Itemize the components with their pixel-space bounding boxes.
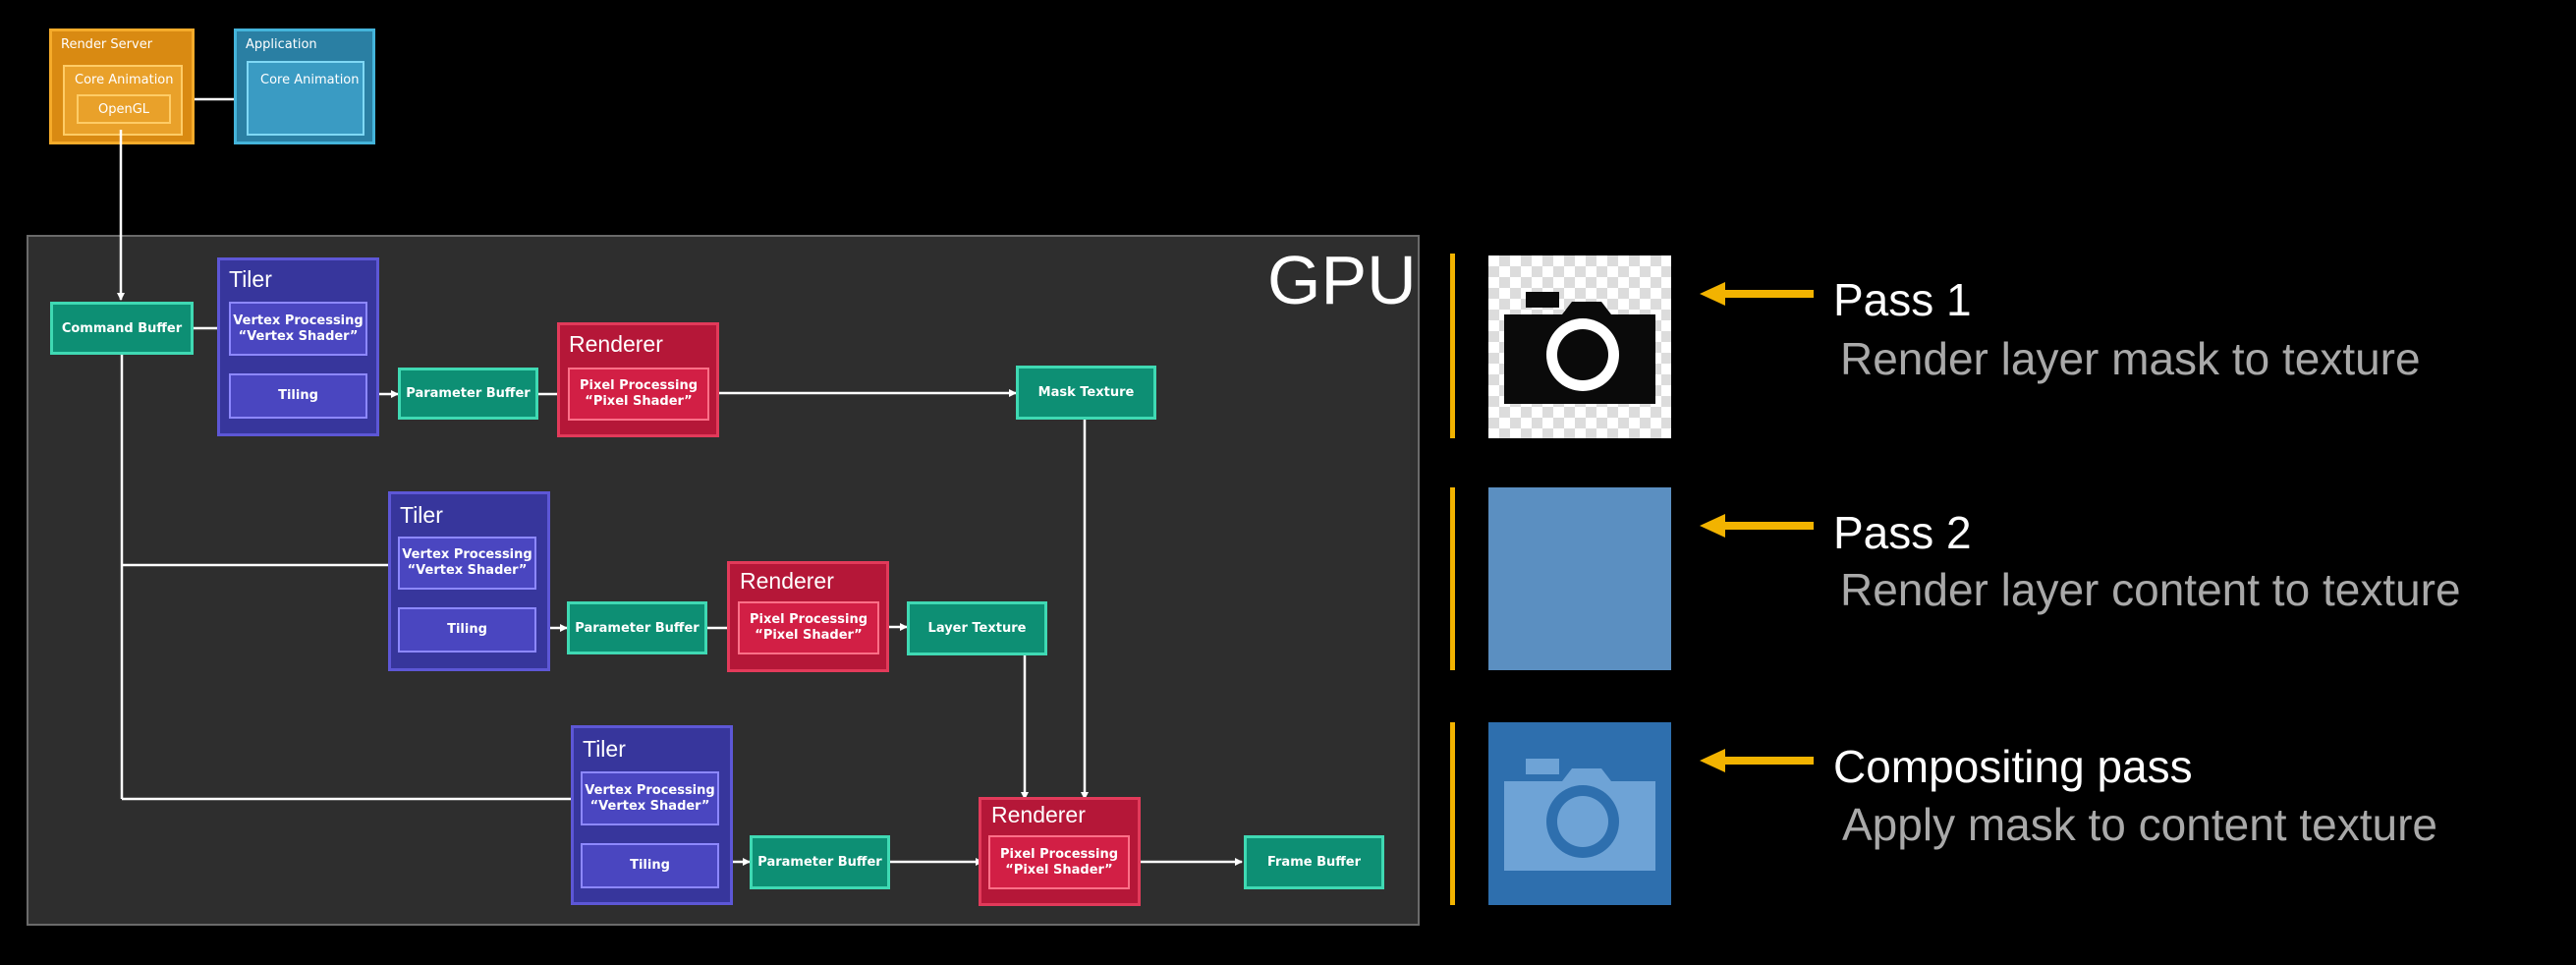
command-buffer-label: Command Buffer: [61, 320, 183, 336]
opengl-label: OpenGL: [97, 101, 150, 117]
opengl-box: OpenGL: [77, 94, 171, 124]
pass-2-description: Render layer content to texture: [1840, 564, 2461, 615]
tiler-1-tiling-label: Tiling: [278, 388, 318, 403]
tiler-3-tiling-label: Tiling: [630, 858, 670, 873]
pass-1-arrow: [1700, 282, 1814, 306]
pass-1-thumbnail: [1488, 255, 1671, 438]
application-core-animation-label: Core Animation: [260, 73, 360, 87]
renderer-2-pixel-processing-label: Pixel Processing “Pixel Shader”: [749, 612, 868, 643]
pass-1-title: Pass 1: [1833, 274, 1972, 325]
compositing-pass-bar: [1450, 722, 1455, 905]
compositing-pass-thumbnail: [1488, 722, 1671, 905]
tiler-2-vertex-processing: Vertex Processing “Vertex Shader”: [398, 537, 536, 590]
render-server-core-animation-box: Core Animation OpenGL: [63, 65, 183, 136]
compositing-pass-title: Compositing pass: [1833, 741, 2193, 792]
tiler-1-tiling: Tiling: [229, 373, 367, 419]
camera-icon: [1504, 292, 1655, 404]
mask-texture: Mask Texture: [1016, 366, 1156, 420]
pass-2-thumbnail: [1488, 487, 1671, 670]
layer-texture-label: Layer Texture: [927, 621, 1027, 636]
pass-2-title: Pass 2: [1833, 507, 1972, 558]
application-core-animation-box: Core Animation: [247, 61, 364, 136]
tiler-3-vertex-processing: Vertex Processing “Vertex Shader”: [581, 771, 719, 825]
parameter-buffer-3-label: Parameter Buffer: [757, 855, 882, 870]
renderer-3-title: Renderer: [991, 802, 1086, 827]
pass-2-arrow: [1700, 514, 1814, 538]
tiler-2-tiling: Tiling: [398, 607, 536, 653]
renderer-1-pixel-processing: Pixel Processing “Pixel Shader”: [568, 368, 709, 421]
renderer-1-title: Renderer: [569, 331, 663, 357]
tiler-1-vertex-processing-label: Vertex Processing “Vertex Shader”: [233, 312, 364, 344]
tiler-3-title: Tiler: [583, 736, 626, 762]
pass-2-bar: [1450, 487, 1455, 670]
frame-buffer: Frame Buffer: [1244, 835, 1384, 889]
compositing-pass-description: Apply mask to content texture: [1842, 799, 2437, 850]
renderer-3-pixel-processing-label: Pixel Processing “Pixel Shader”: [999, 846, 1119, 878]
renderer-1-pixel-processing-label: Pixel Processing “Pixel Shader”: [579, 378, 699, 409]
parameter-buffer-2-label: Parameter Buffer: [575, 620, 700, 636]
camera-icon: [1504, 759, 1655, 871]
render-server-box: Render Server Core Animation OpenGL: [49, 28, 195, 144]
application-box: Application Core Animation: [234, 28, 375, 144]
parameter-buffer-1: Parameter Buffer: [398, 368, 538, 420]
parameter-buffer-3: Parameter Buffer: [750, 835, 890, 889]
mask-texture-label: Mask Texture: [1037, 385, 1135, 400]
pass-1-bar: [1450, 254, 1455, 438]
pass-1-description: Render layer mask to texture: [1840, 333, 2421, 384]
layer-texture: Layer Texture: [907, 601, 1047, 655]
tiler-2-tiling-label: Tiling: [447, 622, 487, 637]
tiler-2-title: Tiler: [400, 502, 443, 528]
gpu-title: GPU: [1267, 242, 1417, 318]
renderer-2-pixel-processing: Pixel Processing “Pixel Shader”: [738, 601, 879, 654]
tiler-2-vertex-processing-label: Vertex Processing “Vertex Shader”: [402, 547, 532, 578]
tiler-3-tiling: Tiling: [581, 843, 719, 888]
command-buffer: Command Buffer: [50, 302, 194, 355]
compositing-pass-arrow: [1700, 749, 1814, 772]
tiler-1-vertex-processing: Vertex Processing “Vertex Shader”: [229, 302, 367, 356]
tiler-1-title: Tiler: [229, 266, 272, 292]
render-server-core-animation-label: Core Animation: [75, 73, 174, 87]
frame-buffer-label: Frame Buffer: [1266, 855, 1362, 870]
application-title: Application: [246, 37, 317, 52]
parameter-buffer-2: Parameter Buffer: [567, 601, 707, 654]
renderer-2-title: Renderer: [740, 568, 834, 594]
renderer-3-pixel-processing: Pixel Processing “Pixel Shader”: [988, 835, 1130, 889]
parameter-buffer-1-label: Parameter Buffer: [406, 386, 531, 401]
render-server-title: Render Server: [61, 37, 153, 52]
tiler-3-vertex-processing-label: Vertex Processing “Vertex Shader”: [585, 782, 715, 814]
